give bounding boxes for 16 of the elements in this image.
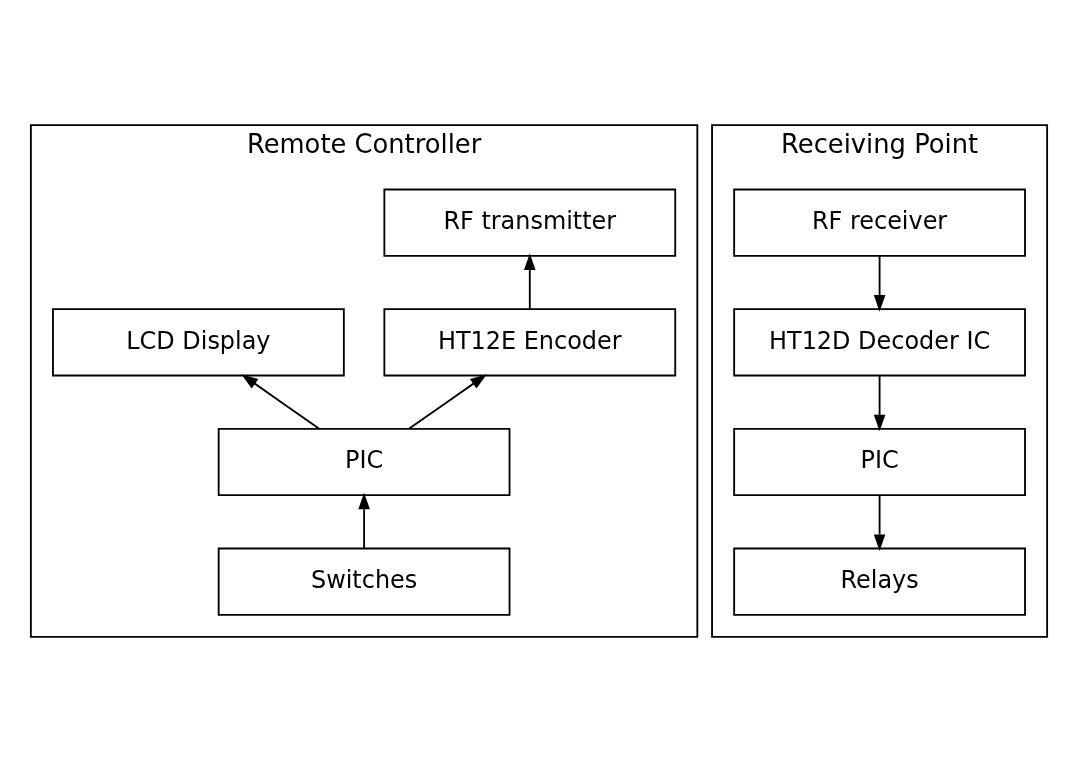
arrow — [358, 492, 370, 550]
arrow — [873, 494, 886, 551]
node-box: HT12E Encoder — [383, 308, 677, 377]
arrow — [524, 253, 536, 310]
arrow — [241, 374, 320, 430]
node-box: RF receiver — [733, 188, 1026, 257]
node-box: RF transmitter — [383, 188, 677, 257]
arrow — [873, 374, 886, 432]
arrow — [873, 255, 886, 312]
node-box: Relays — [733, 547, 1026, 616]
arrow — [408, 374, 487, 430]
node-box: PIC — [217, 427, 511, 497]
node-box: PIC — [733, 427, 1026, 497]
node-box: Switches — [217, 547, 511, 616]
node-box: HT12D Decoder IC — [733, 308, 1026, 377]
node-box: LCD Display — [52, 308, 345, 377]
